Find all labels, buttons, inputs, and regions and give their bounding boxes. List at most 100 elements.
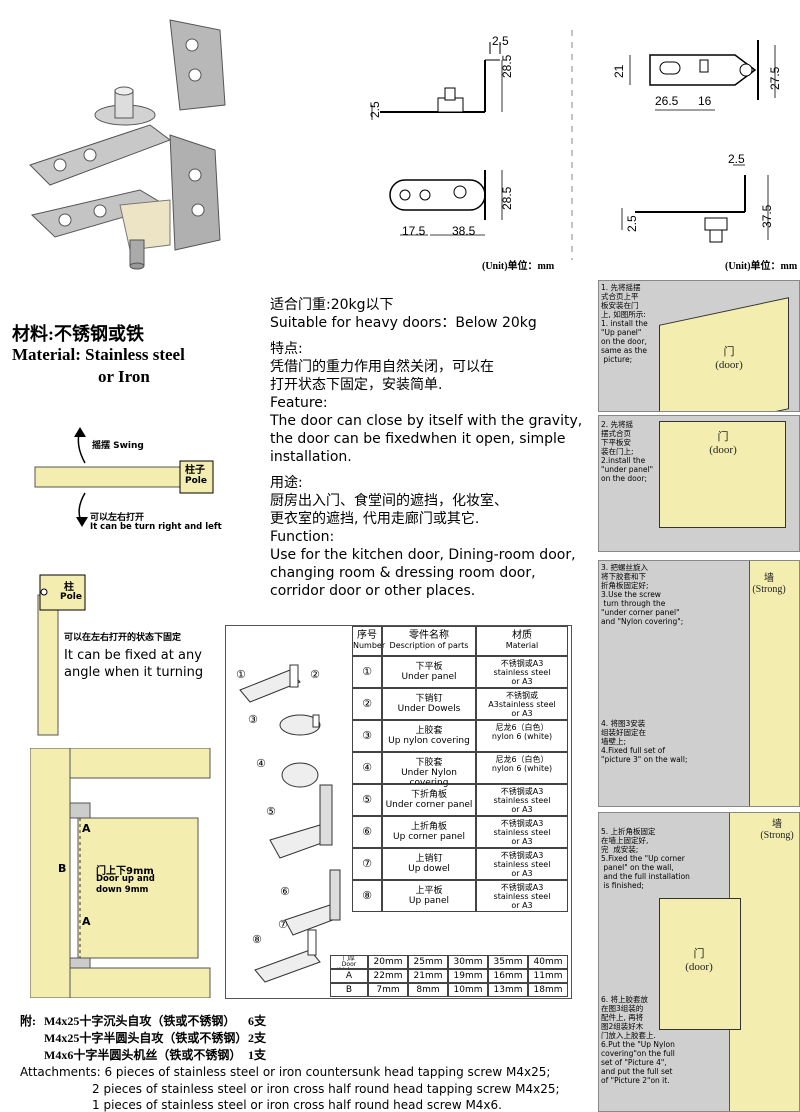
cell-text: or A3 xyxy=(511,901,533,910)
cell-text: stainless steel xyxy=(493,860,551,869)
section-note-en: Door up and xyxy=(96,874,155,884)
callout-2: ② xyxy=(310,668,320,681)
callout-8: ⑧ xyxy=(252,933,262,946)
callout-5: ⑤ xyxy=(266,805,276,818)
swing-diagram xyxy=(34,427,214,527)
door-shape xyxy=(659,898,741,1030)
cell-text: Up nylon covering xyxy=(388,736,470,746)
attach-en: Attachments: 6 pieces of stainless steel… xyxy=(20,1065,551,1079)
dim-label: 38.5 xyxy=(452,224,476,238)
table-cell: ⑦ xyxy=(352,848,382,880)
callout-1: ① xyxy=(236,668,246,681)
cell-text: or A3 xyxy=(511,869,533,878)
dim-label: 2.5 xyxy=(625,215,639,232)
material-cn: 材料:不锈钢或铁 xyxy=(12,324,144,344)
thickness-header-cn: 门厚 xyxy=(342,955,355,962)
door-label: 门 (door) xyxy=(709,431,737,456)
label-a-top: A xyxy=(82,822,91,835)
fixed-pole-cn: 柱 xyxy=(64,582,74,593)
feature-en-line: installation. xyxy=(270,449,352,465)
cell-text: ⑤ xyxy=(362,793,372,806)
dim-label: 28.5 xyxy=(500,186,514,210)
feature-cn-line: 打开状态下固定，安装简单. xyxy=(270,377,443,393)
turn-en: It can be turn right and left xyxy=(90,522,222,532)
step-text: 4. 将图3安装 组装好固定在 墙壁上; 4.Fixed full set of… xyxy=(601,719,688,764)
function-en-line: changing room & dressing room door, xyxy=(270,565,536,581)
material-en: Material: Stainless steel xyxy=(12,345,185,364)
cell-text: stainless steel xyxy=(493,796,551,805)
step-panel-2: 门 (door) 2. 先将摇 摆式合页 下平板安 装在门上; 2.instal… xyxy=(598,415,800,552)
cell-text: stainless steel xyxy=(493,892,551,901)
material-en-2: or Iron xyxy=(98,367,150,386)
exploded-view xyxy=(239,664,341,983)
thickness-cell: 8mm xyxy=(408,983,448,997)
section-diagram xyxy=(30,748,211,998)
table-cell: 尼龙6（白色）nylon 6 (white) xyxy=(476,752,568,784)
cell-text: 上平板 xyxy=(415,886,443,896)
feature-cn-title: 特点: xyxy=(270,341,303,357)
pole-en: Pole xyxy=(185,476,207,486)
wall-shape xyxy=(749,561,799,806)
parts-box xyxy=(225,625,572,999)
cell-text: ⑧ xyxy=(362,889,372,902)
section-note-cn: 门上下9mm xyxy=(96,866,154,877)
step-text: 2. 先将摇 摆式合页 下平板安 装在门上; 2.install the "un… xyxy=(601,420,654,483)
cell-text: Up panel xyxy=(408,896,450,906)
cell-text: 不锈钢或A3 xyxy=(500,819,544,828)
thickness-cell: 18mm xyxy=(528,983,568,997)
cell-text: 不锈钢或A3 xyxy=(500,883,544,892)
callout-3: ③ xyxy=(248,713,258,726)
cell-text: ⑥ xyxy=(362,825,372,838)
thickness-cell: 25mm xyxy=(408,955,448,969)
thickness-cell: 20mm xyxy=(368,955,408,969)
table-cell: ④ xyxy=(352,752,382,784)
door-label: 门 (door) xyxy=(715,346,743,371)
cell-text: 下平板 xyxy=(415,662,443,672)
step-text: 5. 上折角板固定 在墙上固定好, 完 成安装; 5.Fixed the "Up… xyxy=(601,827,690,890)
wall-label: 墙 (Strong) xyxy=(752,573,786,595)
pole-cn: 柱子 xyxy=(185,465,205,476)
fixed-diagram xyxy=(37,574,86,736)
thickness-cell: 10mm xyxy=(448,983,488,997)
thickness-cell: 19mm xyxy=(448,969,488,983)
table-cell: ① xyxy=(352,656,382,688)
callout-4: ④ xyxy=(256,757,266,770)
table-cell: ⑧ xyxy=(352,880,382,912)
fixed-pole-en: Pole xyxy=(60,592,82,602)
step-text: 6. 将上胶套放 在图3组装的 配件上, 再将 图2组装好木 门放入上胶套上. … xyxy=(601,995,675,1085)
cell-text: nylon 6 (white) xyxy=(491,732,553,741)
cell-text: Under Nylon covering xyxy=(401,768,457,788)
cell-text: 上折角板 xyxy=(410,822,447,832)
unit-label: (Unit)单位：mm xyxy=(482,261,555,272)
thickness-cell: 11mm xyxy=(528,969,568,983)
thickness-cell: B xyxy=(330,983,368,997)
step-panel-1: 门 (door) 1. 先将摇摆 式合页上平 板安装在门 上, 如图所示: 1.… xyxy=(598,280,800,412)
cell-text: ④ xyxy=(362,761,372,774)
label-a-bottom: A xyxy=(82,915,91,928)
unit-label: (Unit)单位：mm xyxy=(725,261,798,272)
attach-cn: M4x25十字沉头自攻（铁或不锈钢） xyxy=(44,1014,236,1028)
cell-text: Up corner panel xyxy=(393,832,465,842)
table-cell: ③ xyxy=(352,720,382,752)
dim-label: 27.5 xyxy=(768,66,782,90)
cell-text: Description of parts xyxy=(389,641,469,650)
cell-text: 不锈钢或 xyxy=(506,691,538,700)
use-cn-title: 用途: xyxy=(270,475,303,491)
cell-text: ⑦ xyxy=(362,857,372,870)
dim-label: 2.5 xyxy=(368,101,382,118)
feature-en-title: Feature: xyxy=(270,395,328,411)
attach-en: 1 pieces of stainless steel or iron cros… xyxy=(92,1098,502,1112)
attach-cn: M4x6十字半圆头机丝（铁或不锈钢） xyxy=(44,1048,242,1062)
dim-label: 26.5 xyxy=(655,94,679,108)
thickness-cell: 13mm xyxy=(488,983,528,997)
